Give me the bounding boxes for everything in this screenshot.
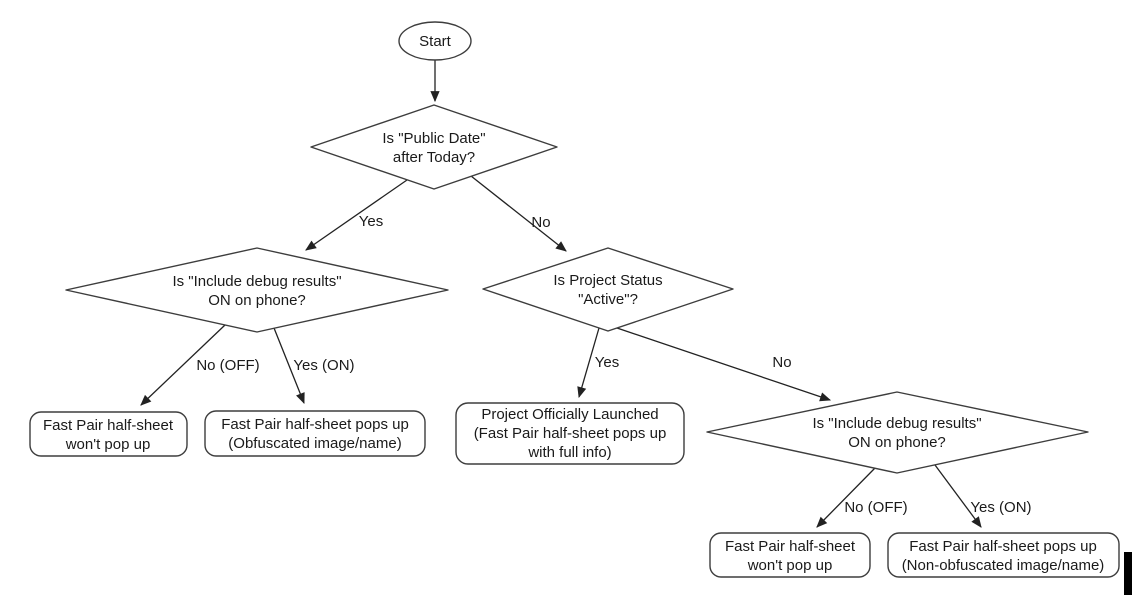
result-obfuscated-line1: Fast Pair half-sheet pops up (221, 416, 409, 433)
edge-public-date-no (470, 175, 567, 252)
result-non-obfuscated-line2: (Non-obfuscated image/name) (902, 557, 1105, 574)
edge-label-yes-2: Yes (595, 354, 619, 371)
start-ellipse (398, 21, 472, 61)
decision-debug-left-diamond (65, 247, 449, 333)
result-non-obfuscated-line1: Fast Pair half-sheet pops up (909, 538, 1097, 555)
edge-label-no-off-left: No (OFF) (196, 357, 259, 374)
start-label: Start (419, 33, 452, 50)
edge-label-yes-on-right: Yes (ON) (970, 499, 1031, 516)
edge-debug-right-no (816, 467, 876, 528)
flowchart-edge-labels: Yes No No (OFF) Yes (ON) Yes No No (OFF)… (196, 213, 1031, 516)
decision-public-date-diamond (310, 104, 558, 190)
decision-public-date-line2: after Today? (393, 149, 475, 166)
decision-project-status-line1: Is Project Status (553, 272, 662, 289)
result-launched-box (455, 402, 685, 465)
edge-label-yes-1: Yes (359, 213, 383, 230)
edge-public-date-yes (305, 179, 408, 251)
decision-debug-right-line1: Is "Include debug results" (812, 415, 981, 432)
edge-project-status-yes (577, 327, 600, 399)
result-launched-line2: (Fast Pair half-sheet pops up (474, 425, 667, 442)
edge-label-yes-on-left: Yes (ON) (293, 357, 354, 374)
node-result-obfuscated: Fast Pair half-sheet pops up (Obfuscated… (204, 410, 426, 457)
node-start: Start (398, 21, 472, 61)
node-decision-public-date: Is "Public Date" after Today? (310, 104, 558, 190)
edge-debug-left-yes (273, 327, 305, 405)
result-no-popup-left-line2: won't pop up (65, 436, 151, 453)
flowchart-edges (140, 60, 982, 528)
decision-public-date-line1: Is "Public Date" (382, 130, 485, 147)
text-cursor-artifact (1124, 552, 1132, 595)
result-launched-line1: Project Officially Launched (481, 406, 658, 423)
node-decision-project-status: Is Project Status "Active"? (482, 247, 734, 332)
edge-debug-left-no (140, 324, 226, 406)
result-launched-line3: with full info) (527, 444, 611, 461)
edge-project-status-no (616, 327, 832, 402)
result-no-popup-right-line2: won't pop up (747, 557, 833, 574)
node-result-no-popup-left: Fast Pair half-sheet won't pop up (29, 411, 188, 457)
result-obfuscated-line2: (Obfuscated image/name) (228, 435, 401, 452)
edge-label-no-2: No (772, 354, 791, 371)
result-no-popup-right-line1: Fast Pair half-sheet (725, 538, 856, 555)
decision-debug-right-line2: ON on phone? (848, 434, 946, 451)
result-no-popup-left-box (29, 411, 188, 457)
edge-label-no-1: No (531, 214, 550, 231)
decision-project-status-diamond (482, 247, 734, 332)
decision-project-status-line2: "Active"? (578, 291, 638, 308)
node-decision-debug-right: Is "Include debug results" ON on phone? (706, 391, 1089, 474)
node-result-no-popup-right: Fast Pair half-sheet won't pop up (709, 532, 871, 578)
decision-debug-left-line1: Is "Include debug results" (172, 273, 341, 290)
node-result-launched: Project Officially Launched (Fast Pair h… (455, 402, 685, 465)
result-obfuscated-box (204, 410, 426, 457)
result-no-popup-right-box (709, 532, 871, 578)
edge-label-no-off-right: No (OFF) (844, 499, 907, 516)
decision-debug-right-diamond (706, 391, 1089, 474)
result-no-popup-left-line1: Fast Pair half-sheet (43, 417, 174, 434)
node-result-non-obfuscated: Fast Pair half-sheet pops up (Non-obfusc… (887, 532, 1120, 578)
decision-debug-left-line2: ON on phone? (208, 292, 306, 309)
result-non-obfuscated-box (887, 532, 1120, 578)
edge-debug-right-yes (934, 464, 982, 528)
node-decision-debug-left: Is "Include debug results" ON on phone? (65, 247, 449, 333)
